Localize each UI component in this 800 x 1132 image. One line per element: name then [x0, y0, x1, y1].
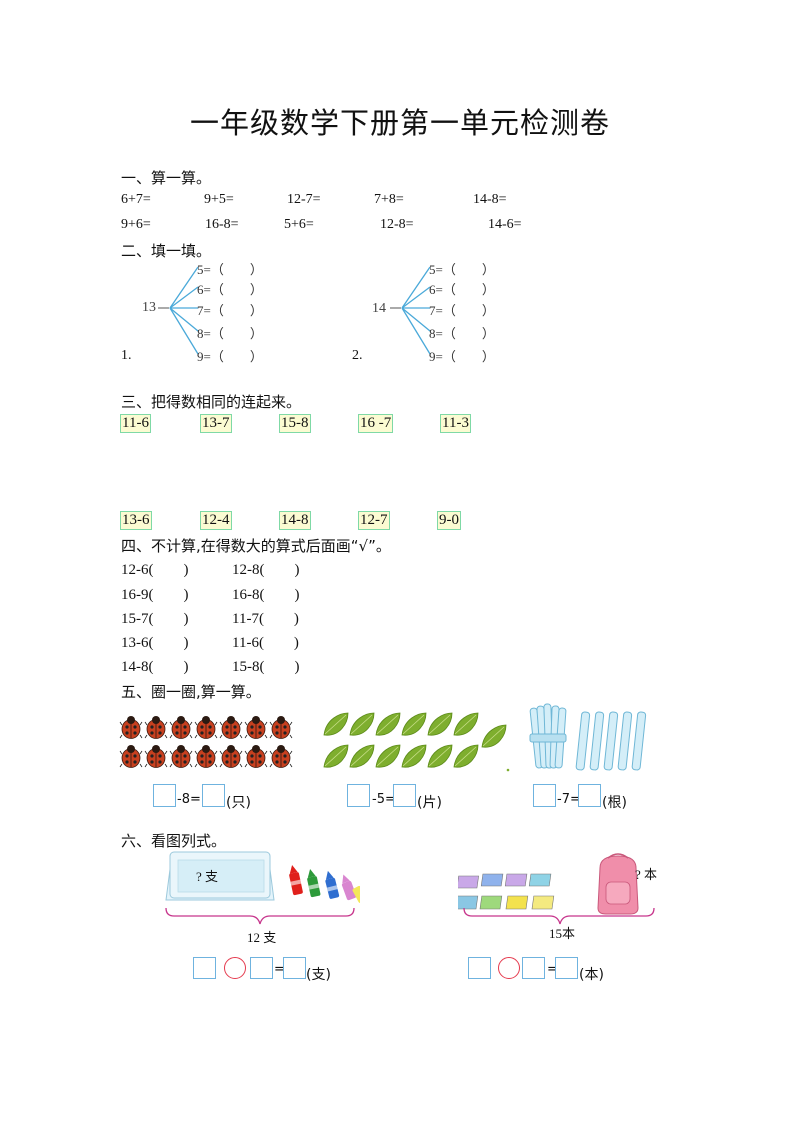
leaf-group-image	[323, 712, 510, 772]
answer-box[interactable]	[468, 957, 491, 979]
section-1-heading: 一、算一算。	[121, 169, 212, 187]
answer-box[interactable]	[393, 784, 416, 807]
s1-eq: 16-8=	[205, 217, 239, 232]
s1-eq: 12-8=	[380, 217, 414, 232]
s5-unit: (片)	[417, 795, 442, 811]
match-bottom-item[interactable]: 9-0	[437, 511, 461, 530]
tree-branch: 6=（ ）	[197, 282, 263, 297]
equals-sign: =	[547, 962, 558, 977]
compare-item[interactable]: 14-8( )	[121, 659, 189, 675]
section-6-heading: 六、看图列式。	[121, 832, 227, 850]
tree-branch: 5=（ ）	[197, 262, 263, 277]
match-top-item[interactable]: 11-3	[440, 414, 471, 433]
answer-box[interactable]	[202, 784, 225, 807]
section-2-heading: 二、填一填。	[121, 242, 212, 260]
section-3-heading: 三、把得数相同的连起来。	[121, 393, 302, 411]
compare-item[interactable]: 16-9( )	[121, 587, 189, 603]
answer-box[interactable]	[533, 784, 556, 807]
answer-box[interactable]	[347, 784, 370, 807]
s5-op: -8=	[177, 792, 201, 807]
tree-branch: 9=（ ）	[429, 349, 495, 364]
compare-item[interactable]: 11-6( )	[232, 635, 299, 651]
tree-root-1: 13	[142, 300, 156, 315]
total-label-right: 15本	[549, 926, 576, 941]
s1-eq: 12-7=	[287, 192, 321, 207]
ladybug-group-image	[119, 715, 293, 768]
s5-op: -7=	[557, 792, 581, 807]
tree-lines-1	[158, 266, 199, 355]
item-number-2: 2.	[352, 348, 363, 363]
answer-box[interactable]	[578, 784, 601, 807]
answer-box[interactable]	[153, 784, 176, 807]
stick-bundle-image	[529, 703, 647, 771]
operator-circle[interactable]	[498, 957, 520, 979]
s1-eq: 9+5=	[204, 192, 234, 207]
tree-root-2: 14	[372, 301, 386, 316]
answer-box[interactable]	[283, 957, 306, 979]
compare-item[interactable]: 15-7( )	[121, 611, 189, 627]
item-number-1: 1.	[121, 348, 132, 363]
crayon-box-image	[165, 851, 360, 925]
page-title: 一年级数学下册第一单元检测卷	[189, 106, 610, 140]
tree-branch: 5=（ ）	[429, 262, 495, 277]
match-bottom-item[interactable]: 13-6	[120, 511, 152, 530]
tree-branch: 9=（ ）	[197, 349, 263, 364]
compare-item[interactable]: 16-8( )	[232, 587, 300, 603]
tree-branch: 8=（ ）	[197, 326, 263, 341]
s1-eq: 5+6=	[284, 217, 314, 232]
s1-eq: 6+7=	[121, 192, 151, 207]
answer-box[interactable]	[193, 957, 216, 979]
match-bottom-item[interactable]: 12-4	[200, 511, 232, 530]
s1-eq: 14-6=	[488, 217, 522, 232]
tree-lines-2	[390, 266, 431, 355]
s1-eq: 9+6=	[121, 217, 151, 232]
answer-box[interactable]	[522, 957, 545, 979]
equals-sign: =	[274, 962, 285, 977]
s1-eq: 14-8=	[473, 192, 507, 207]
match-top-item[interactable]: 11-6	[120, 414, 151, 433]
s6-unit: (支)	[306, 967, 331, 983]
tree-branch: 7=（ ）	[429, 303, 495, 318]
match-top-item[interactable]: 16 -7	[358, 414, 394, 433]
crayon-box-label: ? 支	[196, 869, 219, 884]
compare-item[interactable]: 11-7( )	[232, 611, 299, 627]
match-top-item[interactable]: 15-8	[279, 414, 311, 433]
match-bottom-item[interactable]: 14-8	[279, 511, 311, 530]
s5-unit: (只)	[226, 795, 251, 811]
s5-unit: (根)	[602, 795, 627, 811]
answer-box[interactable]	[250, 957, 273, 979]
section-5-heading: 五、圈一圈,算一算。	[121, 683, 261, 701]
operator-circle[interactable]	[224, 957, 246, 979]
answer-box[interactable]	[555, 957, 578, 979]
compare-item[interactable]: 13-6( )	[121, 635, 189, 651]
books-bag-image	[458, 853, 655, 925]
compare-item[interactable]: 12-8( )	[232, 562, 300, 578]
compare-item[interactable]: 15-8( )	[232, 659, 300, 675]
total-label-left: 12 支	[247, 930, 277, 945]
compare-item[interactable]: 12-6( )	[121, 562, 189, 578]
tree-branch: 6=（ ）	[429, 282, 495, 297]
tree-branch: 8=（ ）	[429, 326, 495, 341]
s6-unit: (本)	[579, 967, 604, 983]
tree-branch: 7=（ ）	[197, 303, 263, 318]
section-4-heading: 四、不计算,在得数大的算式后面画“√”。	[121, 537, 391, 555]
bag-label: ? 本	[635, 867, 658, 882]
s5-op: -5=	[372, 792, 396, 807]
match-top-item[interactable]: 13-7	[200, 414, 232, 433]
s1-eq: 7+8=	[374, 192, 404, 207]
match-bottom-item[interactable]: 12-7	[358, 511, 390, 530]
